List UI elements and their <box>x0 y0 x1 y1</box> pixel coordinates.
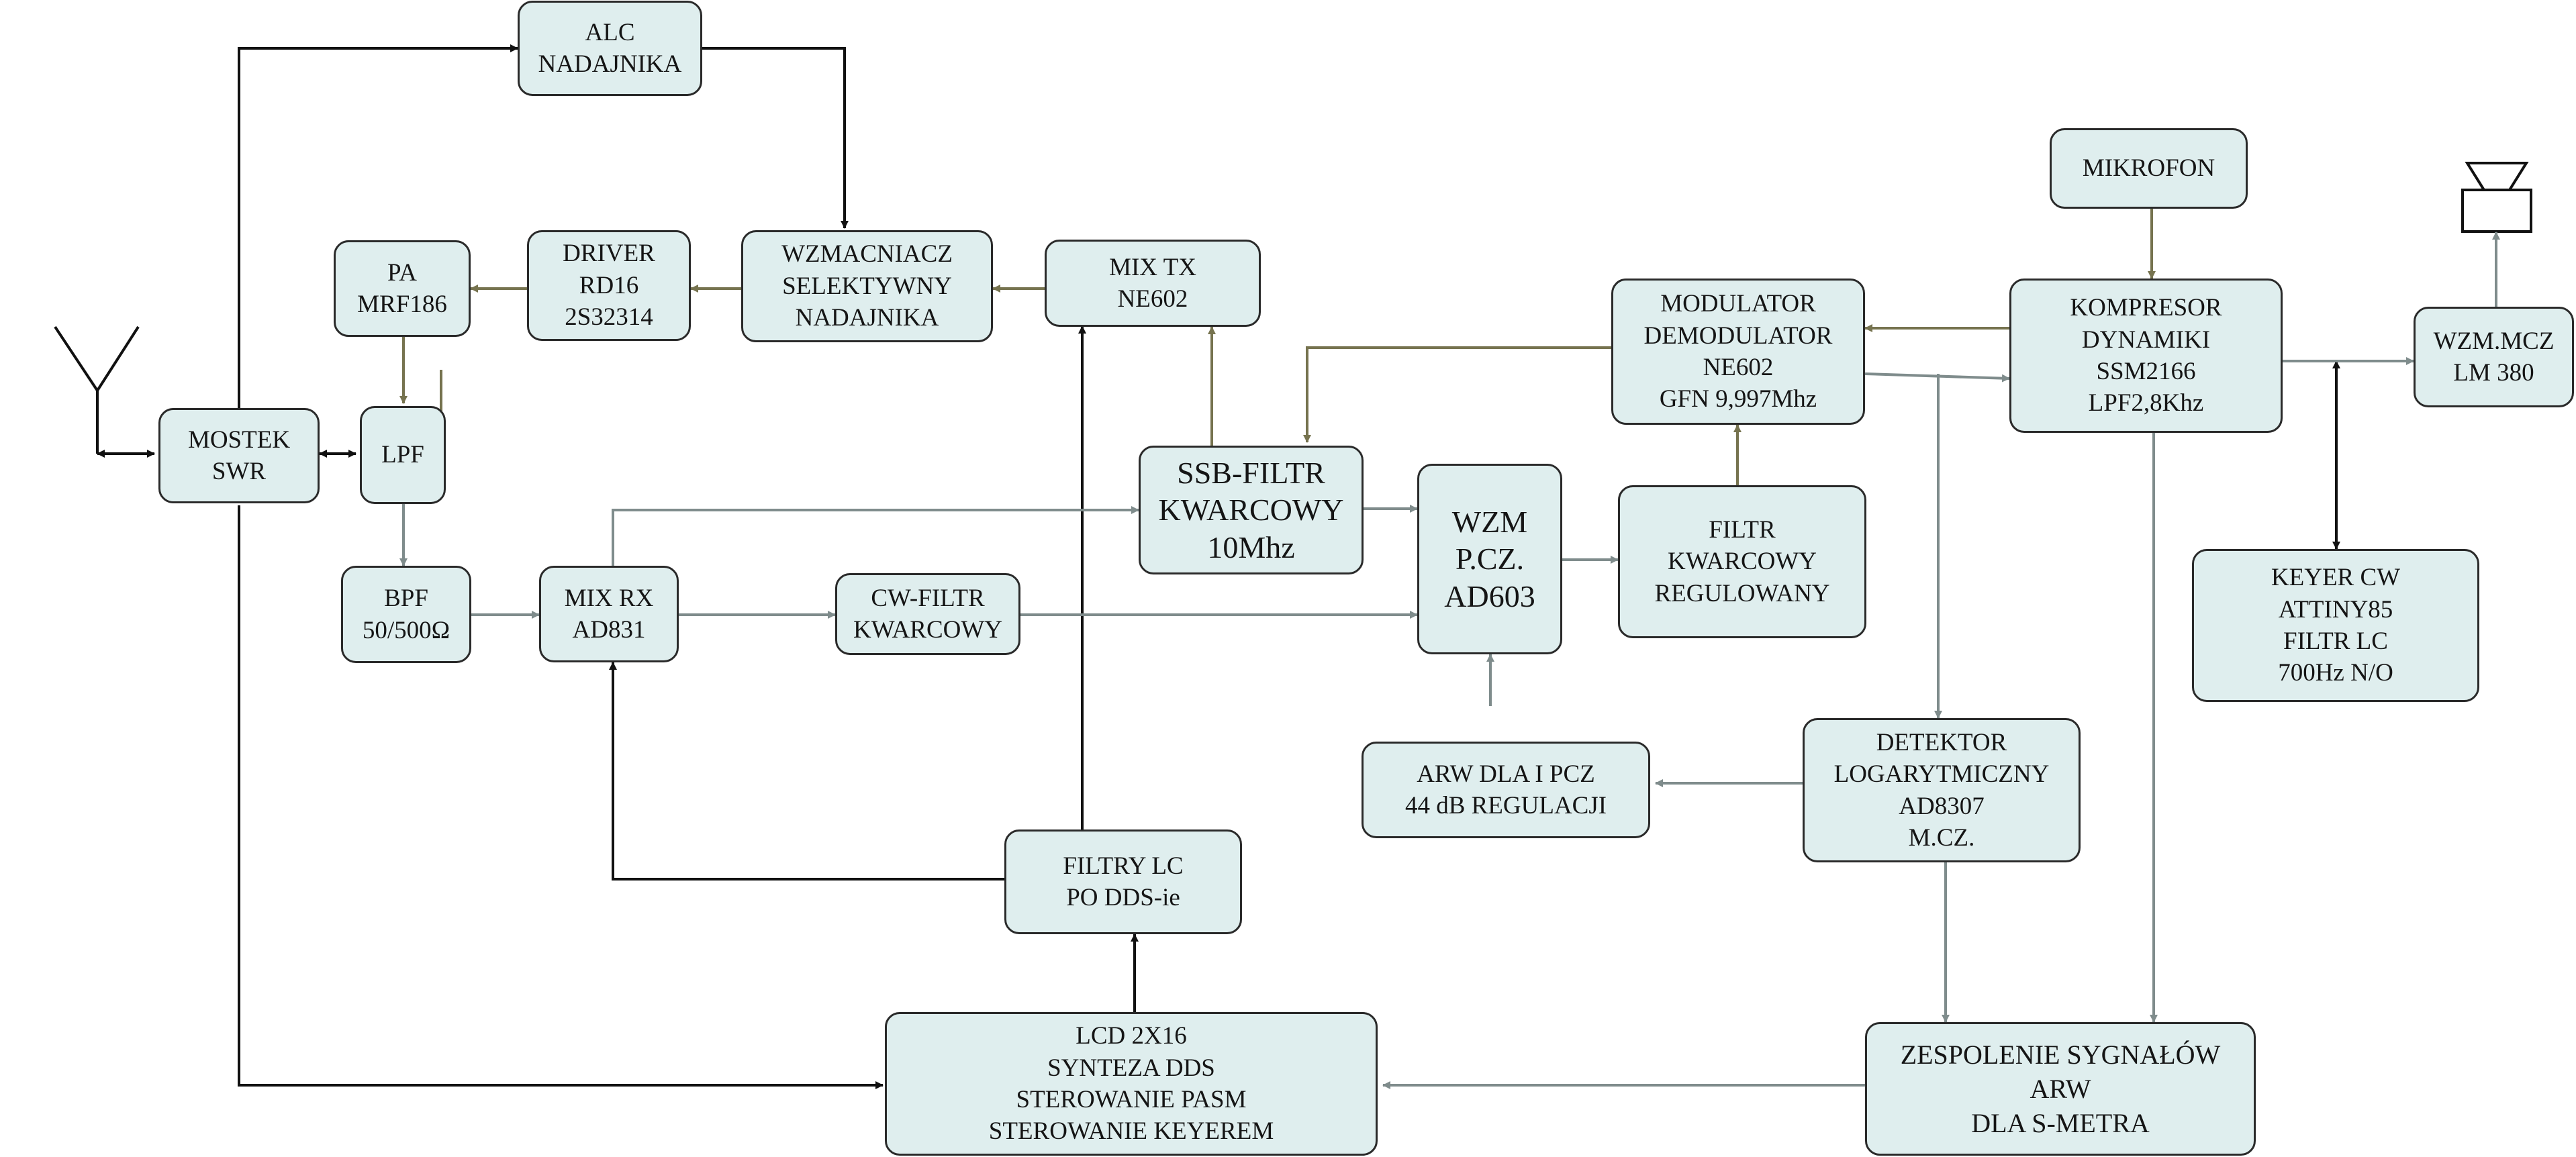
block-line: WZMACNIACZ <box>781 240 953 268</box>
block-line: ALC <box>585 18 635 46</box>
block-ssb-filtr: SSB-FILTR KWARCOWY 10Mhz <box>1139 446 1364 574</box>
block-line: AD831 <box>572 616 646 644</box>
block-line: MRF186 <box>357 291 447 318</box>
block-line: ATTINY85 <box>2278 595 2393 623</box>
block-line: M.CZ. <box>1908 823 1975 852</box>
block-line: ARW <box>2030 1073 2091 1104</box>
block-zespolenie-sygnalow: ZESPOLENIE SYGNAŁÓW ARW DLA S-METRA <box>1865 1022 2256 1156</box>
block-line: REGULOWANY <box>1654 579 1830 607</box>
block-mix-tx: MIX TX NE602 <box>1045 240 1261 327</box>
block-line: KEYER CW <box>2271 564 2401 592</box>
block-line: SSB-FILTR <box>1177 456 1325 491</box>
block-line: MODULATOR <box>1660 290 1816 318</box>
antenna-icon <box>54 325 140 454</box>
block-line: NE602 <box>1117 285 1188 313</box>
block-wzmacniacz-selektywny: WZMACNIACZ SELEKTYWNY NADAJNIKA <box>741 230 993 342</box>
block-line: 44 dB REGULACJI <box>1404 792 1607 819</box>
block-line: LOGARYTMICZNY <box>1833 760 2050 789</box>
block-line: MOSTEK <box>187 425 291 454</box>
block-driver: DRIVER RD16 2S32314 <box>527 230 691 341</box>
block-line: LM 380 <box>2453 359 2534 387</box>
block-line: P.CZ. <box>1455 542 1525 576</box>
block-line: MIX TX <box>1109 253 1196 281</box>
block-line: SYNTEZA DDS <box>1047 1054 1215 1082</box>
block-alc-nadajnika: ALC NADAJNIKA <box>518 1 702 96</box>
block-line: KWARCOWY <box>1668 548 1817 576</box>
block-line: MIX RX <box>564 584 654 612</box>
block-line: NE602 <box>1703 354 1774 381</box>
block-line: DRIVER <box>563 240 655 268</box>
block-pa: PA MRF186 <box>334 240 471 337</box>
block-line: 50/500Ω <box>362 616 450 644</box>
block-line: PO DDS-ie <box>1066 884 1180 911</box>
block-line: DYNAMIKI <box>2081 325 2211 354</box>
block-bpf: BPF 50/500Ω <box>341 566 471 663</box>
block-lpf: LPF <box>360 406 446 504</box>
block-detektor-logarytmiczny: DETEKTOR LOGARYTMICZNY AD8307 M.CZ. <box>1803 718 2081 862</box>
block-kompresor-dynamiki: KOMPRESOR DYNAMIKI SSM2166 LPF2,8Khz <box>2009 279 2283 433</box>
block-line: SSM2166 <box>2096 358 2196 385</box>
block-line: STEROWANIE KEYEREM <box>988 1117 1274 1146</box>
block-line: KWARCOWY <box>1158 493 1344 527</box>
black-paths <box>97 44 2340 1089</box>
block-line: NADAJNIKA <box>795 304 939 332</box>
block-line: LCD 2X16 <box>1076 1022 1187 1050</box>
block-line: NADAJNIKA <box>538 50 682 78</box>
block-line: PA <box>387 258 417 287</box>
block-filtry-lc: FILTRY LC PO DDS-ie <box>1004 829 1242 934</box>
block-line: 10Mhz <box>1207 530 1295 564</box>
block-filtr-kwarcowy-regulowany: FILTR KWARCOWY REGULOWANY <box>1618 485 1866 638</box>
block-line: WZM <box>1451 505 1528 540</box>
block-line: AD603 <box>1444 578 1535 613</box>
block-cw-filtr: CW-FILTR KWARCOWY <box>835 573 1020 655</box>
block-line: 700Hz N/O <box>2278 659 2393 687</box>
gray-paths <box>399 232 2500 1089</box>
block-line: ARW DLA I PCZ <box>1417 760 1595 788</box>
block-mix-rx: MIX RX AD831 <box>539 566 679 662</box>
block-line: KOMPRESOR <box>2070 294 2222 322</box>
block-mostek-swr: MOSTEK SWR <box>158 408 320 503</box>
block-line: ZESPOLENIE SYGNAŁÓW <box>1900 1039 2221 1070</box>
block-line: LPF <box>381 441 424 469</box>
block-line: FILTR <box>1709 515 1776 544</box>
block-wzm-mcz: WZM.MCZ LM 380 <box>2414 307 2574 407</box>
block-line: DETEKTOR <box>1876 728 2007 756</box>
block-line: CW-FILTR <box>871 584 985 612</box>
block-lcd-synteza-dds: LCD 2X16 SYNTEZA DDS STEROWANIE PASM STE… <box>885 1012 1378 1156</box>
block-line: FILTRY LC <box>1063 852 1184 880</box>
block-arw-dla-pcz: ARW DLA I PCZ 44 dB REGULACJI <box>1362 742 1650 838</box>
block-line: STEROWANIE PASM <box>1016 1086 1247 1113</box>
block-line: SWR <box>211 458 267 485</box>
block-wzm-pcz: WZM P.CZ. AD603 <box>1417 464 1562 654</box>
block-line: GFN 9,997Mhz <box>1659 385 1817 413</box>
block-line: FILTR LC <box>2283 627 2388 655</box>
block-line: SELEKTYWNY <box>782 272 952 300</box>
block-line: DLA S-METRA <box>1971 1108 2150 1139</box>
block-line: KWARCOWY <box>853 616 1002 644</box>
block-line: WZM.MCZ <box>2433 327 2555 355</box>
block-line: RD16 <box>579 271 639 299</box>
block-line: LPF2,8Khz <box>2088 389 2204 417</box>
block-line: DEMODULATOR <box>1643 321 1833 350</box>
block-keyer-cw: KEYER CW ATTINY85 FILTR LC 700Hz N/O <box>2192 549 2479 702</box>
block-line: MIKROFON <box>2082 154 2215 183</box>
block-line: AD8307 <box>1899 792 1985 820</box>
block-line: BPF <box>384 585 428 613</box>
olive-paths <box>399 208 2156 485</box>
speaker-icon <box>2461 162 2532 233</box>
block-modulator-demodulator: MODULATOR DEMODULATOR NE602 GFN 9,997Mhz <box>1611 279 1865 425</box>
block-mikrofon: MIKROFON <box>2050 128 2248 209</box>
block-line: 2S32314 <box>565 303 653 332</box>
